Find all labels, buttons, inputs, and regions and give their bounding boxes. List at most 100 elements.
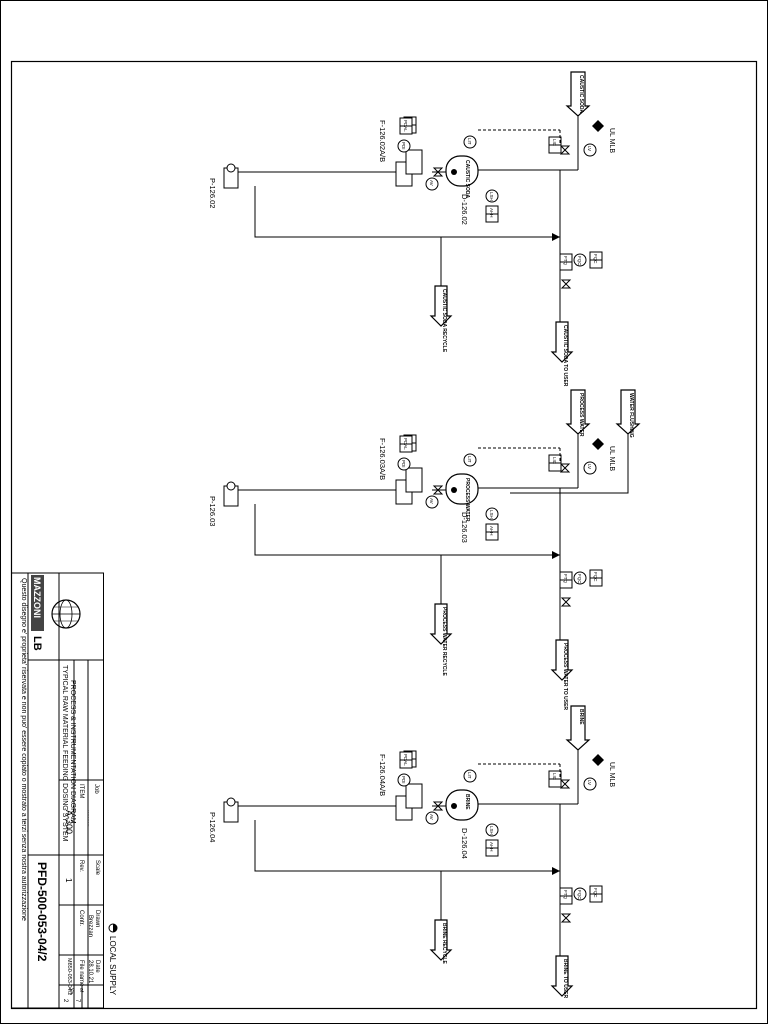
pdi-instrument-tag: PDI xyxy=(401,460,406,468)
lsh-instrument-tag: LSH xyxy=(489,510,494,519)
fqc-instrument-tag: FQC xyxy=(577,574,582,584)
lv-instrument-icon xyxy=(583,461,597,475)
user-valve xyxy=(560,279,572,289)
pdi-instrument-icon xyxy=(397,773,411,787)
user-stream-arrow xyxy=(550,955,574,997)
lsh-instrument-icon xyxy=(485,189,499,203)
pdal-instrument-tag: PDAL xyxy=(403,438,408,450)
flushing-line xyxy=(510,434,629,494)
ahh-instrument-tag: AHH xyxy=(489,208,494,218)
filter-tag-label: F-126.02A/B xyxy=(378,120,387,162)
item-value: A-300 xyxy=(64,810,74,834)
lit-instrument-icon xyxy=(463,453,477,467)
lv-instrument-tag: LV xyxy=(587,780,592,785)
date-label: Date xyxy=(94,960,100,973)
tank-content-label: BRINE xyxy=(464,794,470,810)
lic-local-tag: LIC xyxy=(552,457,557,465)
discharge-arrowhead xyxy=(552,551,560,559)
inlet-control-valve xyxy=(559,463,571,473)
of-value: 7 xyxy=(74,999,80,1003)
extra-inlet-stream-arrow xyxy=(615,389,641,435)
fqc-panel-tag: FQC xyxy=(593,572,598,582)
fqc-instrument-icon xyxy=(573,887,587,901)
drawing-title-1: TYPICAL RAW MATERIAL FEEDING DOSING SYST… xyxy=(61,665,68,842)
item-label: ITEM xyxy=(78,784,84,798)
tank-tag-label: D-126.04 xyxy=(460,828,469,859)
av-instrument-tag: AV xyxy=(429,814,434,820)
lit-instrument-icon xyxy=(463,769,477,783)
local-supply-icon xyxy=(451,803,457,809)
inlet-control-valve xyxy=(559,779,571,789)
lv-instrument-icon xyxy=(583,143,597,157)
of-label: of xyxy=(78,988,84,993)
inlet-stream-label: PROCESS WATER xyxy=(578,393,584,437)
drawing-number: PFD-500-053-04/2 xyxy=(35,862,49,962)
drawn-value: Brezzan xyxy=(87,915,93,937)
tank-D-126.02 xyxy=(445,155,479,187)
recycle-stream-arrow xyxy=(429,285,453,327)
tank-outlet-valve xyxy=(432,167,444,177)
legend-local-supply: LOCAL SUPPLY xyxy=(108,923,118,996)
ftq-instrument-tag: FTQ xyxy=(563,574,568,583)
title-block: Questo disegno e' proprieta' riservata e… xyxy=(11,572,104,1009)
job-label: Job xyxy=(93,784,99,794)
lit-instrument-tag: LIT xyxy=(467,138,472,145)
company-suffix: LB xyxy=(31,636,43,651)
ul-mlb-label: UL MLB xyxy=(608,128,615,153)
tank-tag-label: D-126.03 xyxy=(460,512,469,543)
ftq-instrument-tag: FTQ xyxy=(563,256,568,265)
discharge-line xyxy=(254,820,561,904)
lv-instrument-icon xyxy=(583,777,597,791)
filter-tag-label: F-126.04A/B xyxy=(378,754,387,796)
filter-b xyxy=(405,783,423,809)
ul-mlb-label: UL MLB xyxy=(608,446,615,471)
lit-instrument-icon xyxy=(463,135,477,149)
pump-tag-label: P-126.02 xyxy=(208,178,217,208)
local-supply-icon xyxy=(451,487,457,493)
unit-2: CAUSTIC SODAD-126.02LITLICLSHAHHLVLICUL … xyxy=(208,71,615,387)
tank-content-label: PROCESS WATER xyxy=(464,478,470,522)
drawing-title-2: PROCESS & INSTRUMENTATION DIAGRAM xyxy=(69,680,76,824)
lic-local-tag: LIC xyxy=(552,773,557,781)
tank-outlet-valve xyxy=(432,485,444,495)
filter-b xyxy=(405,467,423,493)
fqc-instrument-icon xyxy=(573,571,587,585)
av-instrument-tag: AV xyxy=(429,180,434,186)
contr-label: Contr. xyxy=(78,910,84,926)
pump-tag-label: P-126.03 xyxy=(208,496,217,526)
pump-tag-label: P-126.04 xyxy=(208,812,217,842)
rev-value: 1 xyxy=(64,878,73,883)
user-stream-arrow xyxy=(550,321,574,363)
recycle-stream-arrow xyxy=(429,919,453,961)
pdi-instrument-icon xyxy=(397,139,411,153)
pdi-instrument-tag: PDI xyxy=(401,776,406,784)
pump-motor xyxy=(226,797,236,807)
user-stream-arrow xyxy=(550,639,574,681)
lsh-instrument-tag: LSH xyxy=(489,192,494,201)
unit-3: PROCESS WATERD-126.03LITLICLSHAHHLVLICUL… xyxy=(208,389,641,710)
fqc-panel-tag: FQC xyxy=(593,254,598,264)
pdal-instrument-tag: PDAL xyxy=(403,754,408,766)
scale-value: - xyxy=(84,880,91,883)
user-stream-label: BRINE TO USER xyxy=(562,959,568,998)
sheet-label: Sh. xyxy=(68,988,74,996)
user-stream-label: CAUSTIC SODA TO USER xyxy=(562,325,568,387)
user-valve xyxy=(560,597,572,607)
inner-frame xyxy=(10,60,758,1010)
ul-mlb-label: UL MLB xyxy=(608,762,615,787)
ul-mlb-icon xyxy=(592,120,604,132)
copyright-note: Questo disegno e' proprieta' riservata e… xyxy=(20,578,27,921)
user-stream-label: PROCESS WATER TO USER xyxy=(562,643,568,710)
discharge-line xyxy=(254,186,561,270)
fqc-panel-tag: FQC xyxy=(593,888,598,898)
tank-D-126.04 xyxy=(445,789,479,821)
lv-instrument-tag: LV xyxy=(587,146,592,151)
date-value: 28.10.21 xyxy=(87,960,93,984)
recycle-stream-label: PROCESS WATER RECYCLE xyxy=(441,607,447,676)
ahh-instrument-tag: AHH xyxy=(489,842,494,852)
discharge-arrowhead xyxy=(552,233,560,241)
ul-mlb-icon xyxy=(592,754,604,766)
lsh-instrument-icon xyxy=(485,823,499,837)
local-supply-icon xyxy=(451,169,457,175)
